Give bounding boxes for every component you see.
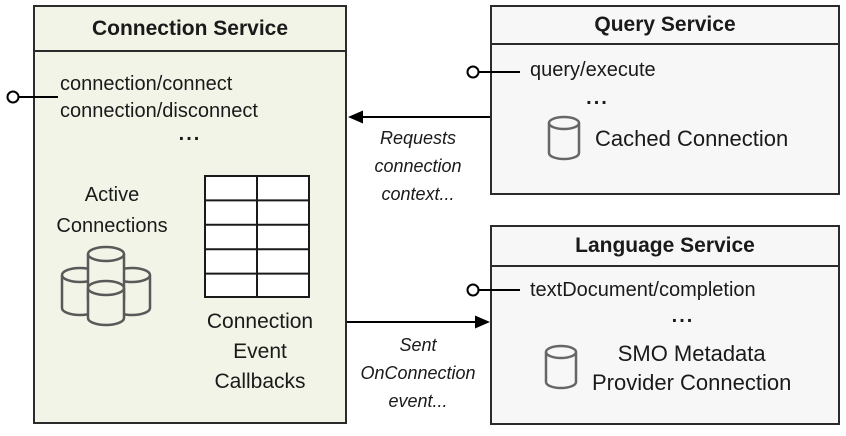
callbacks-label-line: Event [233, 340, 287, 363]
cached-connection-label: Cached Connection [595, 126, 789, 151]
smo-label-line: Provider Connection [592, 370, 792, 395]
requests-label-line: connection [374, 156, 462, 176]
ellipsis-text: ... [671, 305, 695, 327]
sent-arrow-label: Sent OnConnection event... [352, 331, 484, 415]
arrowhead-right-icon [475, 315, 490, 329]
database-cluster-icon [60, 245, 152, 327]
smo-label-line: SMO Metadata [617, 341, 766, 366]
ellipsis-text: ... [586, 87, 609, 109]
requests-arrow-label: Requests connection context... [352, 124, 484, 208]
sent-label-line: OnConnection [360, 363, 476, 383]
callbacks-label-line: Connection [206, 310, 314, 333]
requests-arrow [348, 110, 490, 124]
arrowhead-left-icon [348, 110, 363, 124]
query-service-title: Query Service [492, 7, 838, 45]
table-grid-icon [204, 175, 310, 298]
connection-service-title: Connection Service [35, 7, 345, 52]
language-service-box: Language Service textDocument/completion… [490, 225, 840, 425]
smo-provider-row: SMO Metadata Provider Connection [544, 339, 791, 397]
sent-label-line: Sent [399, 335, 437, 355]
requests-label-line: context... [381, 184, 455, 204]
endpoint-connection-connect: connection/connect [60, 73, 233, 95]
endpoint-query-execute: query/execute [530, 59, 656, 81]
callbacks-label-line: Callbacks [214, 370, 306, 393]
query-service-box: Query Service query/execute ... Cached C… [490, 5, 840, 195]
connection-service-box: Connection Service connection/connect co… [33, 5, 347, 424]
database-cylinder-icon [544, 344, 578, 390]
ellipsis-text: ... [178, 123, 202, 145]
active-connections-line: Connections [56, 215, 168, 237]
sent-label-line: event... [388, 391, 448, 411]
connection-endpoints: connection/connect connection/disconnect [60, 71, 258, 125]
smo-metadata-provider-label: SMO Metadata Provider Connection [592, 339, 791, 397]
endpoint-textdocument-completion: textDocument/completion [530, 279, 756, 301]
cached-connection-row: Cached Connection [547, 115, 788, 163]
endpoint-connection-disconnect: connection/disconnect [60, 100, 258, 122]
requests-label-line: Requests [379, 128, 457, 148]
active-connections-label: Active Connections [37, 180, 187, 242]
language-service-title: Language Service [492, 227, 838, 267]
active-connections-line: Active [84, 184, 140, 206]
database-cylinder-icon [547, 115, 581, 161]
connection-event-callbacks-label: Connection Event Callbacks [150, 307, 370, 397]
